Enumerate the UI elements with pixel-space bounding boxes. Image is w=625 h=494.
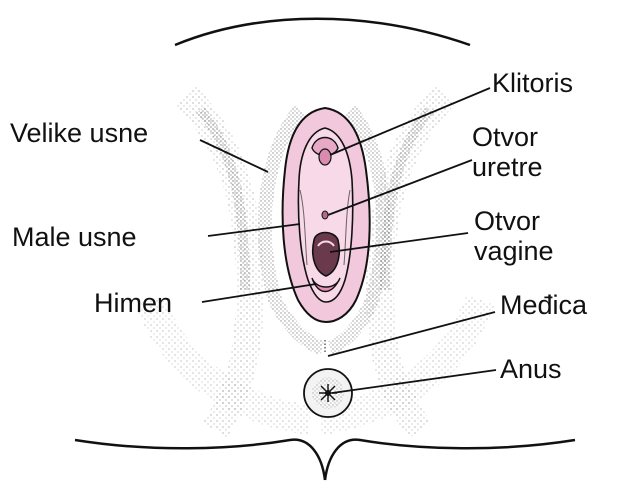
label-otvor-vagine-line2: vagine: [474, 236, 554, 266]
label-otvor-vagine-line1: Otvor: [474, 206, 540, 236]
label-anus: Anus: [500, 354, 562, 384]
label-medica: Međica: [500, 290, 587, 320]
bottom-contour: [75, 440, 325, 480]
label-himen: Himen: [94, 288, 172, 318]
clitoris: [319, 149, 331, 165]
top-contour: [175, 19, 470, 45]
label-male-usne: Male usne: [12, 222, 137, 252]
label-otvor-uretre-line2: uretre: [472, 152, 543, 182]
label-velike-usne: Velike usne: [10, 118, 148, 148]
label-otvor-uretre-line1: Otvor: [472, 122, 538, 152]
label-klitoris: Klitoris: [492, 68, 573, 98]
urethral-opening: [322, 211, 328, 219]
